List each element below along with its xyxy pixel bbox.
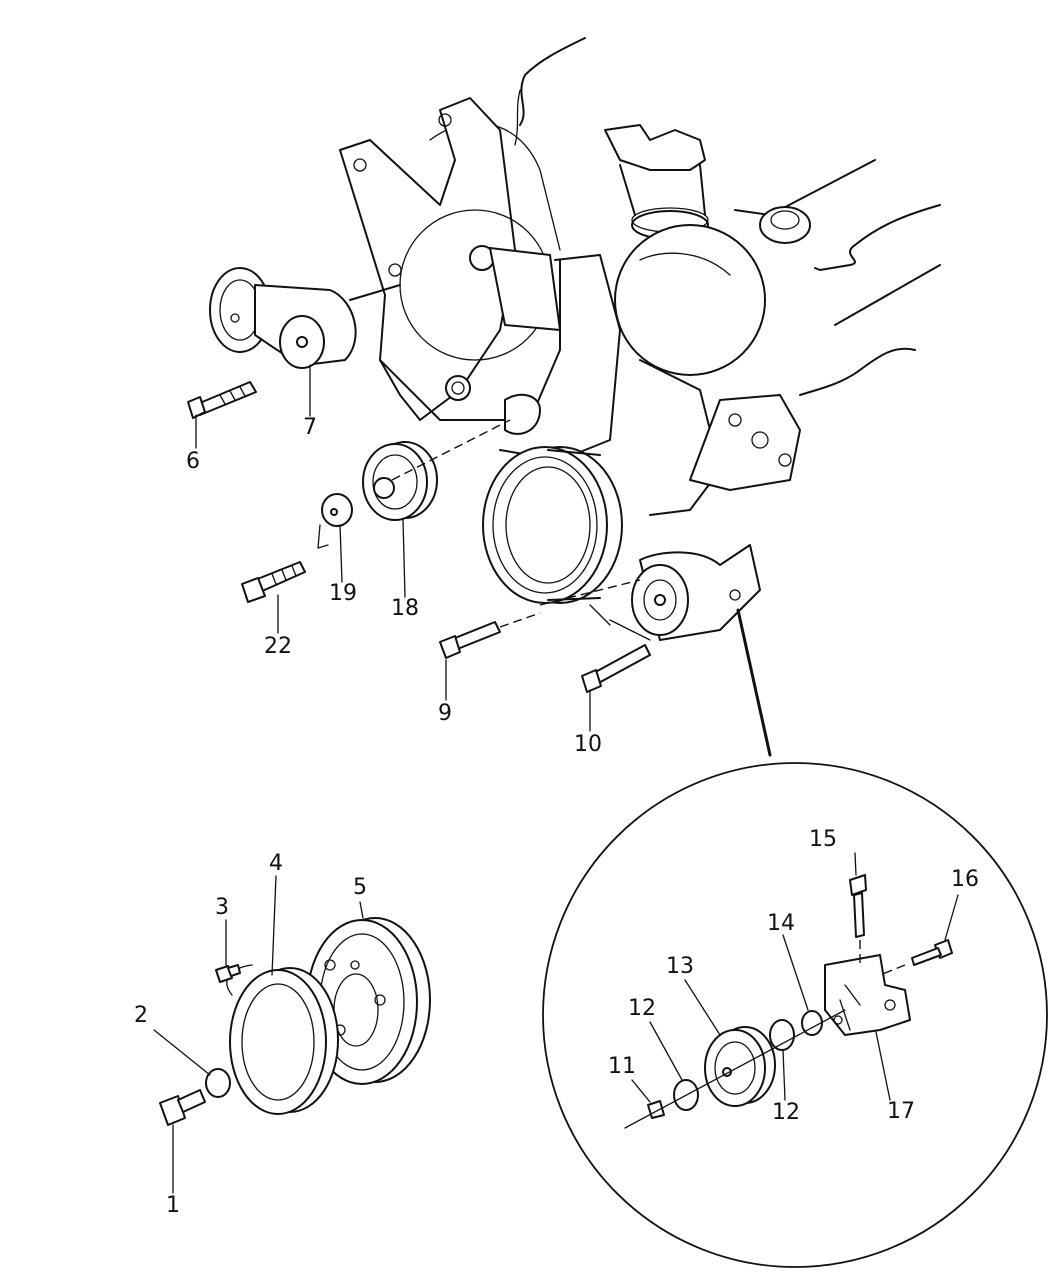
callout-14: 14 xyxy=(767,911,795,936)
part-19-washer xyxy=(317,493,353,549)
callout-6: 6 xyxy=(186,449,200,474)
callout-4: 4 xyxy=(269,851,283,876)
callout-5: 5 xyxy=(353,875,367,900)
callout-15: 15 xyxy=(809,827,837,852)
callout-11: 11 xyxy=(608,1054,636,1079)
part-12-washer-right xyxy=(769,1019,795,1051)
detail-circle xyxy=(542,762,1048,1268)
callout-3: 3 xyxy=(215,895,229,920)
part-16-bolt xyxy=(879,939,953,976)
leader-lines xyxy=(153,364,959,1194)
detail-leader-line xyxy=(736,608,772,757)
part-9-bolt xyxy=(439,612,541,659)
callout-16: 16 xyxy=(951,867,979,892)
part-15-bolt xyxy=(849,874,867,968)
callout-18: 18 xyxy=(391,596,419,621)
crank-pulley xyxy=(482,446,623,604)
tensioner-assembly xyxy=(209,267,401,369)
part-2-washer xyxy=(205,1068,231,1098)
callout-17: 17 xyxy=(887,1099,915,1124)
part-22-bolt xyxy=(241,561,306,603)
part-13-pulley xyxy=(704,1026,776,1107)
part-6-bolt xyxy=(187,381,257,419)
intake-cap xyxy=(604,124,811,244)
part-10-bolt xyxy=(581,644,651,693)
part-4-pulley xyxy=(226,964,339,1115)
part-17-bracket xyxy=(824,954,911,1036)
front-cover xyxy=(339,97,801,516)
callout-9: 9 xyxy=(438,701,452,726)
idler-bracket-assembly xyxy=(539,544,761,641)
callout-10: 10 xyxy=(574,732,602,757)
part-1-bolt xyxy=(159,1089,206,1126)
part-18-pulley xyxy=(362,419,511,521)
callout-19: 19 xyxy=(329,581,357,606)
callout-12-left: 12 xyxy=(628,996,656,1021)
callout-22: 22 xyxy=(264,634,292,659)
callout-12-right: 12 xyxy=(772,1100,800,1125)
part-3-bolt xyxy=(215,964,241,983)
callout-7: 7 xyxy=(303,415,317,440)
callout-1: 1 xyxy=(166,1193,180,1218)
detail-axis-line xyxy=(624,1009,846,1129)
callout-13: 13 xyxy=(666,954,694,979)
part-11-nut xyxy=(647,1100,665,1119)
callout-2: 2 xyxy=(134,1003,148,1028)
